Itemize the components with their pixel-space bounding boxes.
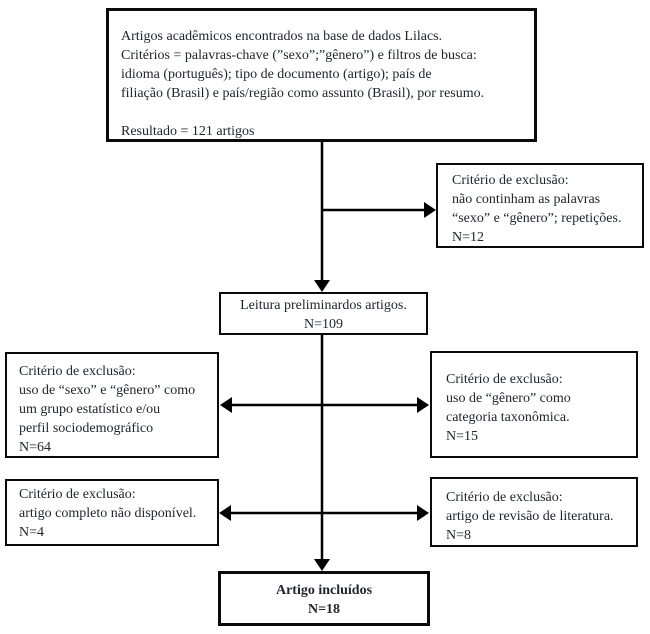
arrowhead-left-to-exclusion-statistical-icon <box>220 397 232 413</box>
box-preliminary-reading: Leitura preliminardos artigos. N=109 <box>219 292 428 335</box>
box-exclusion-statistical: Critério de exclusão: uso de “sexo” e “g… <box>5 352 219 458</box>
box-articles-included: Artigo incluídos N=18 <box>218 571 430 626</box>
box-search-source: Artigos acadêmicos encontrados na base d… <box>106 8 537 142</box>
box-exclusion-review: Critério de exclusão: artigo de revisão … <box>430 477 638 547</box>
box-exclusion-unavailable: Critério de exclusão: artigo completo nã… <box>5 479 219 546</box>
arrowhead-down-to-reading-icon <box>314 280 330 292</box>
arrowhead-down-to-included-icon <box>314 559 330 571</box>
arrowhead-right-to-exclusion-taxonomic-icon <box>417 397 429 413</box>
arrowhead-left-to-exclusion-unavailable-icon <box>219 505 231 521</box>
box-exclusion-keywords: Critério de exclusão: não continham as p… <box>436 163 644 248</box>
arrowhead-right-to-exclusion-keywords-icon <box>424 202 436 218</box>
arrowhead-right-to-exclusion-review-icon <box>417 505 429 521</box>
box-exclusion-taxonomic: Critério de exclusão: uso de “gênero” co… <box>430 351 638 458</box>
